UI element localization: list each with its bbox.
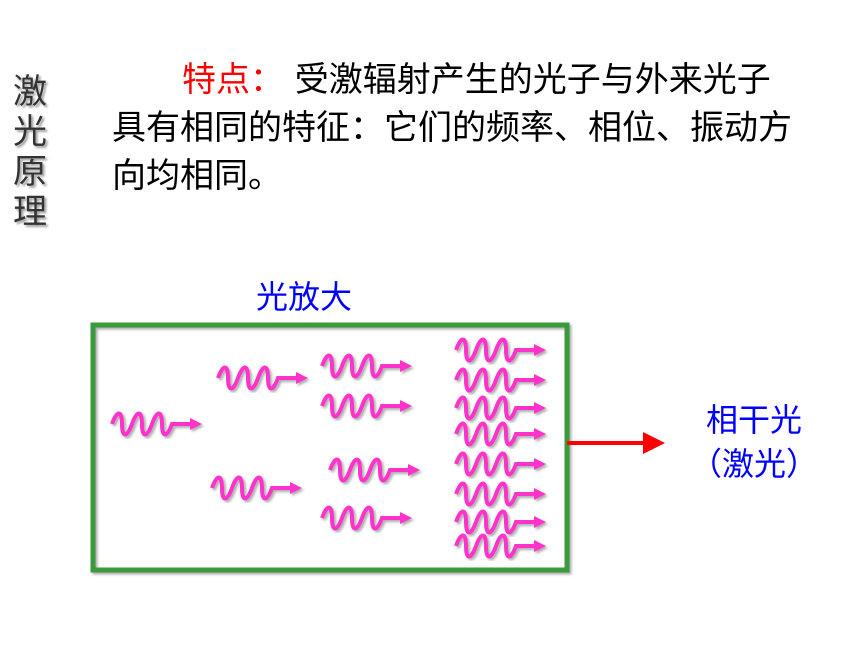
coherent-light-label-line2: （激光）: [690, 445, 819, 483]
photon-arrow: [216, 365, 308, 391]
photon-arrow: [454, 337, 546, 363]
photon-arrow: [454, 509, 546, 535]
photon-arrow: [328, 457, 420, 483]
side-title-char: 激: [13, 72, 47, 112]
amplifier-box: [90, 322, 570, 573]
side-title-char: 理: [13, 192, 47, 232]
photon-arrow: [454, 421, 546, 447]
photon-arrow: [210, 475, 302, 501]
photon-arrow: [110, 411, 202, 437]
photon-arrow: [320, 353, 412, 379]
photon-arrow: [454, 451, 546, 477]
side-title: 激 光 原 理: [10, 72, 50, 232]
side-title-char: 光: [13, 112, 47, 152]
feature-text: 受激辐射产生的光子与外来光子具有相同的特征：它们的频率、相位、振动方向均相同。: [112, 60, 792, 196]
photon-arrow: [320, 393, 412, 419]
photon-group: [110, 337, 546, 559]
coherent-light-label-line1: 相干光: [706, 401, 803, 439]
feature-paragraph: 特点： 受激辐射产生的光子与外来光子具有相同的特征：它们的频率、相位、振动方向均…: [112, 56, 792, 200]
amplification-label: 光放大: [256, 278, 353, 316]
photon-arrow: [454, 481, 546, 507]
photon-arrow: [454, 367, 546, 393]
feature-keyword: 特点：: [182, 60, 284, 100]
coherent-light-label: 相干光 （激光）: [690, 398, 818, 486]
photon-arrow: [454, 533, 546, 559]
side-title-char: 原: [13, 152, 47, 192]
output-arrow: [567, 432, 665, 454]
photon-arrow: [320, 505, 412, 531]
photon-arrow: [454, 395, 546, 421]
